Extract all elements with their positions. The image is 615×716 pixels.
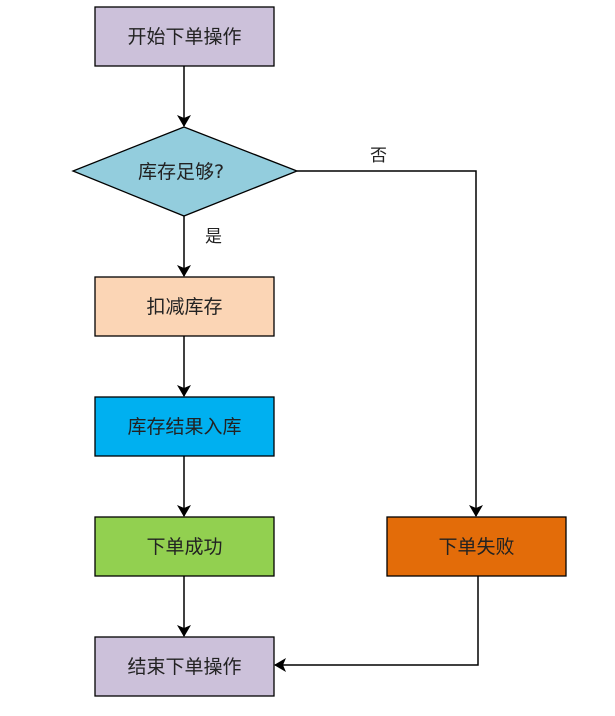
node-check-label: 库存足够? [138,161,224,183]
node-start: 开始下单操作 [94,6,275,67]
node-end-label: 结束下单操作 [127,656,241,678]
node-fail-label: 下单失败 [438,536,514,558]
node-success-label: 下单成功 [146,536,222,558]
edge-check-fail [297,170,483,517]
node-start-label: 开始下单操作 [127,26,241,48]
node-persist: 库存结果入库 [94,396,275,457]
node-check: 库存足够? [71,126,299,217]
node-persist-label: 库存结果入库 [127,416,241,438]
edge-label-no: 否 [370,146,387,166]
edge-fail-end [274,576,479,672]
node-success: 下单成功 [94,516,275,577]
edge-label-yes: 是 [205,227,222,247]
node-deduct-label: 扣减库存 [146,296,222,318]
node-end: 结束下单操作 [94,636,275,697]
node-deduct: 扣减库存 [94,276,275,337]
node-fail: 下单失败 [386,516,567,577]
